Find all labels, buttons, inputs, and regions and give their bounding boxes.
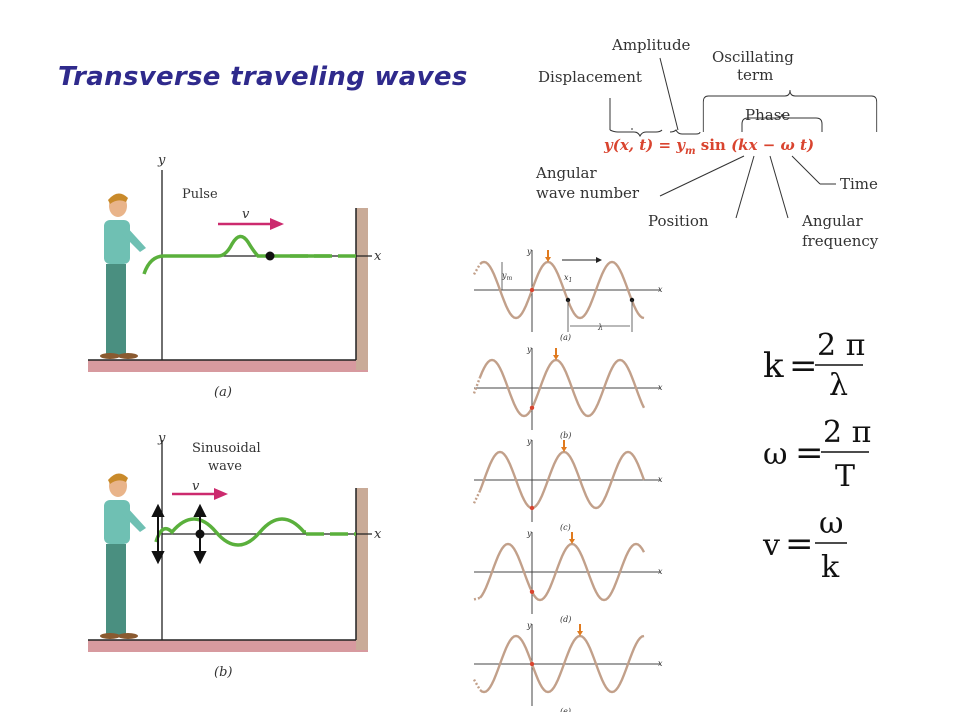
person-figure-b xyxy=(100,473,146,639)
k-num: 2 π xyxy=(817,328,865,363)
formula-v: v = ω k xyxy=(762,506,847,585)
label-displacement: Displacement xyxy=(538,68,642,86)
omega-eq: = xyxy=(795,433,824,473)
peak-arrow xyxy=(545,257,551,262)
label-position: Position xyxy=(648,212,709,230)
axis-x: x xyxy=(658,285,663,294)
velocity-arrow-b xyxy=(214,488,228,500)
label-frequency: frequency xyxy=(802,232,879,250)
origin-point xyxy=(529,661,535,667)
wave-curve xyxy=(479,542,646,602)
peak-arrow xyxy=(561,447,567,452)
label-angular: Angular xyxy=(535,164,597,182)
axis-y: y xyxy=(526,437,532,446)
panel-caption: (b) xyxy=(560,431,571,440)
peak-arrow xyxy=(569,539,575,544)
pulse-label: Pulse xyxy=(182,187,218,202)
wave-curve xyxy=(479,634,645,694)
formula-omega: ω = 2 π T xyxy=(763,415,871,494)
label-term: term xyxy=(737,66,773,84)
panel-caption: (c) xyxy=(560,523,571,532)
wave-panel: y x (c) xyxy=(472,437,663,532)
axis-x: x xyxy=(658,567,663,576)
v-lhs: v xyxy=(762,528,780,563)
origin-point xyxy=(529,405,535,410)
equation-lhs: y(x, t) = ym sin (kx − ω t) xyxy=(603,136,814,157)
axis-y: y xyxy=(526,529,532,538)
axis-y: y xyxy=(526,621,532,630)
panel-caption: (a) xyxy=(560,333,571,342)
label-phase: Phase xyxy=(745,106,790,124)
axis-x-label-b: x xyxy=(374,527,382,542)
formula-k: k = 2 π λ xyxy=(763,328,865,403)
v-eq: = xyxy=(785,524,814,564)
omega-lhs: ω xyxy=(763,437,787,472)
label-angular-freq: Angular xyxy=(801,212,863,230)
wall xyxy=(356,208,368,370)
pulse-caption: (a) xyxy=(214,385,232,400)
origin-point xyxy=(529,505,535,511)
k-lhs: k xyxy=(763,346,784,386)
omega-den: T xyxy=(835,459,855,494)
wave-panel: y x (b) xyxy=(472,345,663,440)
axis-x: x xyxy=(658,659,663,668)
label-time: Time xyxy=(840,175,878,193)
axis-x: x xyxy=(658,475,663,484)
oscillation-arrows xyxy=(151,503,207,565)
axis-y: y xyxy=(526,345,532,354)
origin-point xyxy=(529,589,535,594)
panel-caption: (d) xyxy=(560,615,571,624)
axis-y-label-b: y xyxy=(157,431,166,446)
v-den: k xyxy=(821,550,840,585)
velocity-label: v xyxy=(242,207,250,222)
lambda-label: λ xyxy=(597,323,603,332)
slide-title: Transverse traveling waves xyxy=(58,62,468,92)
k-eq: = xyxy=(789,346,818,386)
omega-num: 2 π xyxy=(823,415,871,450)
wave-panel: y x (e) xyxy=(472,621,663,712)
x1-label: x1 xyxy=(564,273,572,284)
sine-panel: y x Sinusoidal wave v (b) xyxy=(88,431,382,680)
peak-arrow xyxy=(577,631,583,636)
panel-caption: (e) xyxy=(560,707,571,712)
wave-curve xyxy=(478,450,646,510)
wave-curve xyxy=(479,260,645,320)
axis-y-label: y xyxy=(157,153,166,168)
sine-label-2: wave xyxy=(208,459,242,474)
wave-equation-diagram: Amplitude Oscillating term Displacement … xyxy=(535,36,879,250)
label-wave-number: wave number xyxy=(536,184,640,202)
floor xyxy=(88,360,368,372)
person-figure xyxy=(100,193,146,359)
label-oscillating: Oscillating xyxy=(712,48,794,66)
k-den: λ xyxy=(829,368,848,403)
ym-label: ym xyxy=(501,271,513,282)
marker-dot xyxy=(265,251,275,261)
axis-y: y xyxy=(526,248,532,256)
origin-point xyxy=(529,287,535,293)
rope-pulse xyxy=(142,234,330,275)
velocity-label-b: v xyxy=(192,479,200,494)
velocity-arrow xyxy=(270,218,284,230)
sine-label-1: Sinusoidal xyxy=(192,441,261,456)
axis-x-label: x xyxy=(374,249,382,264)
wave-curve xyxy=(478,358,646,418)
peak-arrow xyxy=(553,355,559,360)
pulse-panel: y x Pulse v (a) xyxy=(88,153,382,400)
wave-panel: y x (d) xyxy=(473,529,663,624)
rope-sine xyxy=(154,517,306,547)
v-num: ω xyxy=(819,506,843,541)
label-amplitude: Amplitude xyxy=(611,36,691,54)
sine-caption: (b) xyxy=(214,665,232,680)
axis-x: x xyxy=(658,383,663,392)
wave-panel: y x (a) xyxy=(472,248,663,342)
wave-sequence: ym x1 λ y x (a) y x (b) y x (c) y x (d) y x (e) xyxy=(472,248,663,712)
